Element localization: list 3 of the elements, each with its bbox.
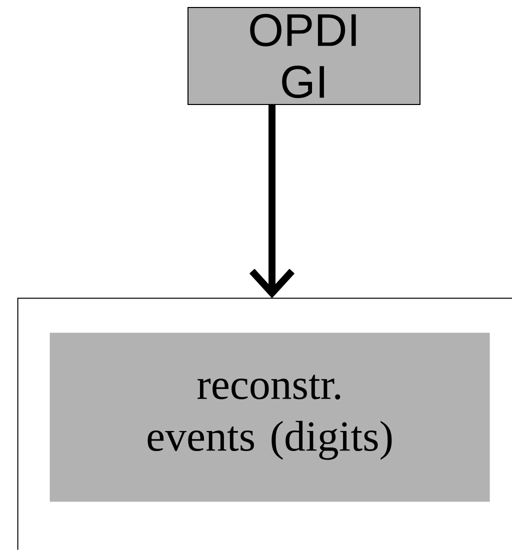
- label-box: reconstr. events (digits): [50, 332, 490, 502]
- process-box: OPDI GI: [188, 7, 420, 105]
- arrow: [249, 105, 295, 298]
